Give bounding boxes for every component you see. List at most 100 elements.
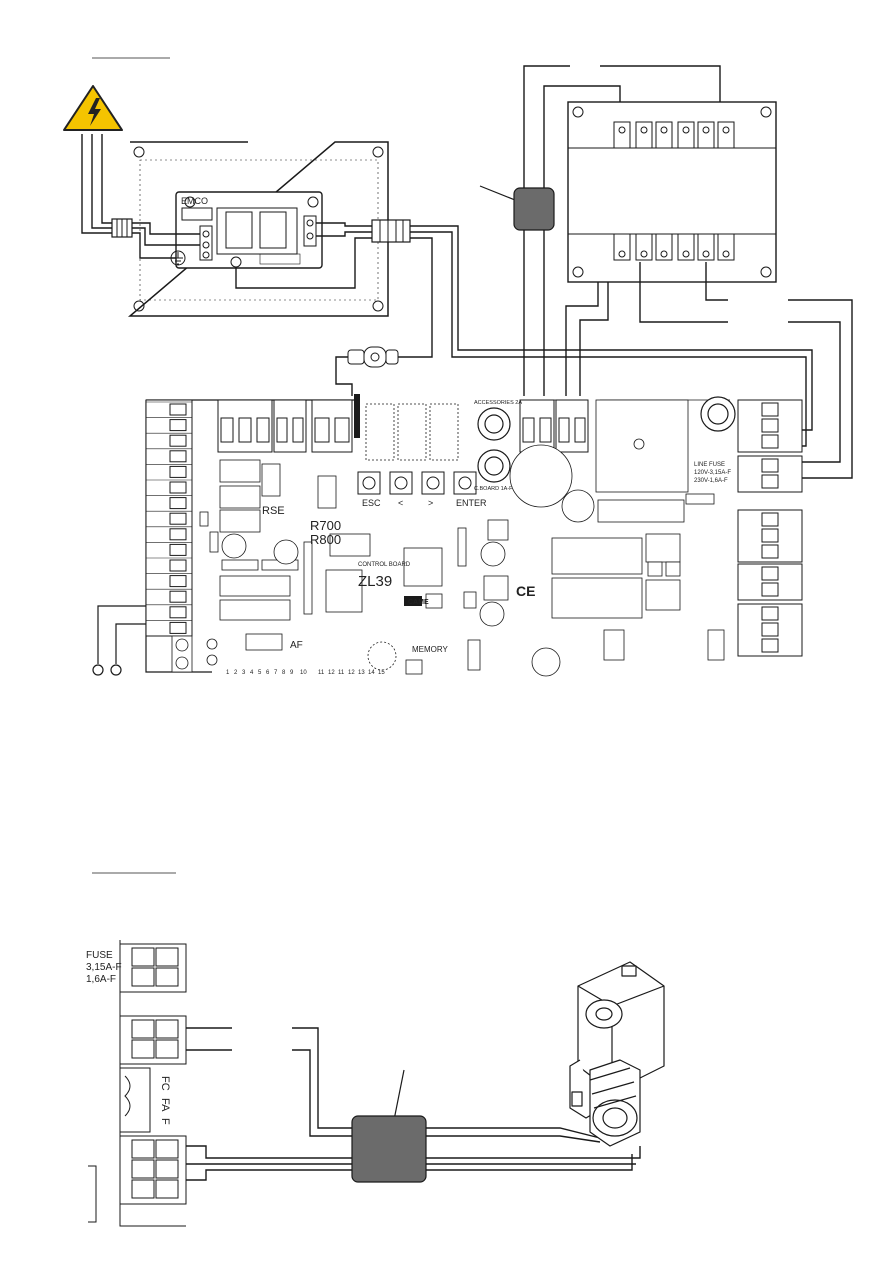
terminal-slot (169, 606, 187, 619)
terminal-clamp (761, 582, 779, 597)
terminal-blocks-right (737, 399, 803, 657)
terminal-screw (660, 126, 668, 134)
control-board-label: CONTROL BOARD (358, 562, 411, 568)
terminal-clamp (558, 417, 570, 443)
terminal-slot (169, 575, 187, 588)
terminal-clamp (761, 418, 779, 433)
transformer-terminal (635, 233, 653, 261)
keypad-button-cap (362, 476, 376, 490)
keypad-button-cap (426, 476, 440, 490)
earth-ground-icon (170, 250, 186, 266)
terminal-number: 4 (250, 670, 254, 676)
keypad-buttons (357, 471, 477, 495)
terminal-clamp (761, 474, 779, 489)
enclosure-wires (132, 222, 372, 289)
board-components (171, 399, 725, 677)
terminal-slot (169, 559, 187, 572)
transformer-terminal (613, 233, 631, 261)
board-brand: CAME (408, 599, 429, 606)
transformer-terminal (717, 121, 735, 149)
line-fuse-120: 120V-3,15A-F (694, 470, 731, 476)
keypad-button-cap (458, 476, 472, 490)
transformer-terminal (613, 121, 631, 149)
limit-label-fc: FC (159, 1076, 171, 1091)
terminal-number: 10 (300, 670, 307, 676)
terminal-clamp (761, 512, 779, 527)
board-code: ZL39 (358, 573, 392, 590)
terminal-screw (722, 250, 730, 258)
terminal-clamp (761, 544, 779, 559)
terminal-clamp (155, 1159, 179, 1179)
terminal-screw (682, 250, 690, 258)
transformer-terminal (717, 233, 735, 261)
transformer-terminal (677, 233, 695, 261)
transformer-terminal (697, 121, 715, 149)
keypad-button-labels: ESC<>ENTER (362, 498, 487, 508)
terminal-slot (169, 543, 187, 556)
limit-label-f: F (159, 1118, 171, 1125)
terminal-clamp (761, 606, 779, 621)
transformer-terminal (655, 121, 673, 149)
terminal-clamp (131, 1039, 155, 1059)
terminal-number: 8 (282, 670, 286, 676)
transformer-wires (523, 65, 853, 479)
terminal-number: 1 (226, 670, 230, 676)
terminal-clamp (155, 1139, 179, 1159)
terminal-clamp (761, 622, 779, 637)
terminal-clamp (238, 417, 252, 443)
ce-mark-icon: CE (516, 583, 535, 599)
emco-filter: EMCO (175, 191, 323, 269)
terminal-number: 12 (328, 670, 335, 676)
cable-connector (347, 346, 399, 368)
model-line-1: R700 (310, 518, 341, 533)
fuse-holders (477, 396, 736, 483)
terminal-slot (169, 465, 187, 478)
keypad-button-label: ENTER (456, 498, 487, 508)
limit-label-fa: FA (159, 1098, 171, 1112)
terminal-clamp (314, 417, 330, 443)
detail-fuse-title: FUSE (86, 950, 113, 961)
terminal-screw (702, 250, 710, 258)
line-fuse-title: LINE FUSE (694, 462, 725, 468)
terminal-number: 7 (274, 670, 278, 676)
keypad-button (389, 471, 413, 495)
terminal-slot (169, 590, 187, 603)
terminal-clamp (155, 967, 179, 987)
terminal-number: 2 (234, 670, 238, 676)
terminal-number: 13 (358, 670, 365, 676)
terminal-screw (722, 126, 730, 134)
terminal-clamp (276, 417, 288, 443)
terminal-number: 3 (242, 670, 246, 676)
cable-gland-right (371, 219, 411, 243)
terminal-clamp (155, 1039, 179, 1059)
terminal-strip-left (145, 399, 193, 637)
detail-fuse-230: 1,6A-F (86, 974, 116, 985)
keypad-button (421, 471, 445, 495)
terminal-slot (169, 512, 187, 525)
terminal-clamp (131, 967, 155, 987)
terminal-clamp (131, 947, 155, 967)
terminal-slot (169, 403, 187, 416)
line-fuse-230: 230V-1,6A-F (694, 478, 728, 484)
high-voltage-warning-icon (63, 85, 123, 131)
terminal-screw (660, 250, 668, 258)
keypad-button (453, 471, 477, 495)
keypad-button-label: < (398, 498, 403, 508)
gear-motor (569, 961, 665, 1147)
terminal-screw (618, 250, 626, 258)
terminal-clamp (761, 528, 779, 543)
board-fuse-label: C.BOARD 1A-F (474, 486, 513, 492)
terminal-clamp (131, 1179, 155, 1199)
terminal-slot (169, 419, 187, 432)
terminal-screw (682, 126, 690, 134)
terminal-screw (618, 126, 626, 134)
detail-wires (186, 1027, 641, 1181)
terminal-clamp (761, 434, 779, 449)
filter-to-board-cables (335, 225, 813, 447)
terminal-clamp (761, 402, 779, 417)
cable-gland-left (111, 218, 133, 238)
terminal-clamp (761, 638, 779, 653)
terminal-number: 5 (258, 670, 262, 676)
transformer-terminal (635, 121, 653, 149)
